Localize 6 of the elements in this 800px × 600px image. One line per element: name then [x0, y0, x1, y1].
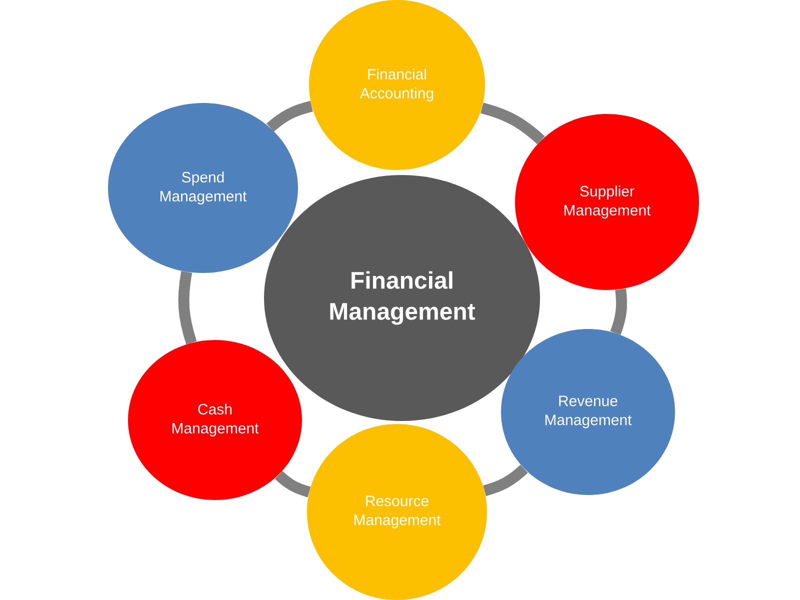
ring-connector [480, 102, 545, 144]
ring-connector [274, 470, 311, 498]
ring-connector [610, 288, 628, 335]
ring-connector [266, 100, 313, 132]
ring-connector [178, 271, 197, 344]
ring-connector [483, 464, 528, 496]
